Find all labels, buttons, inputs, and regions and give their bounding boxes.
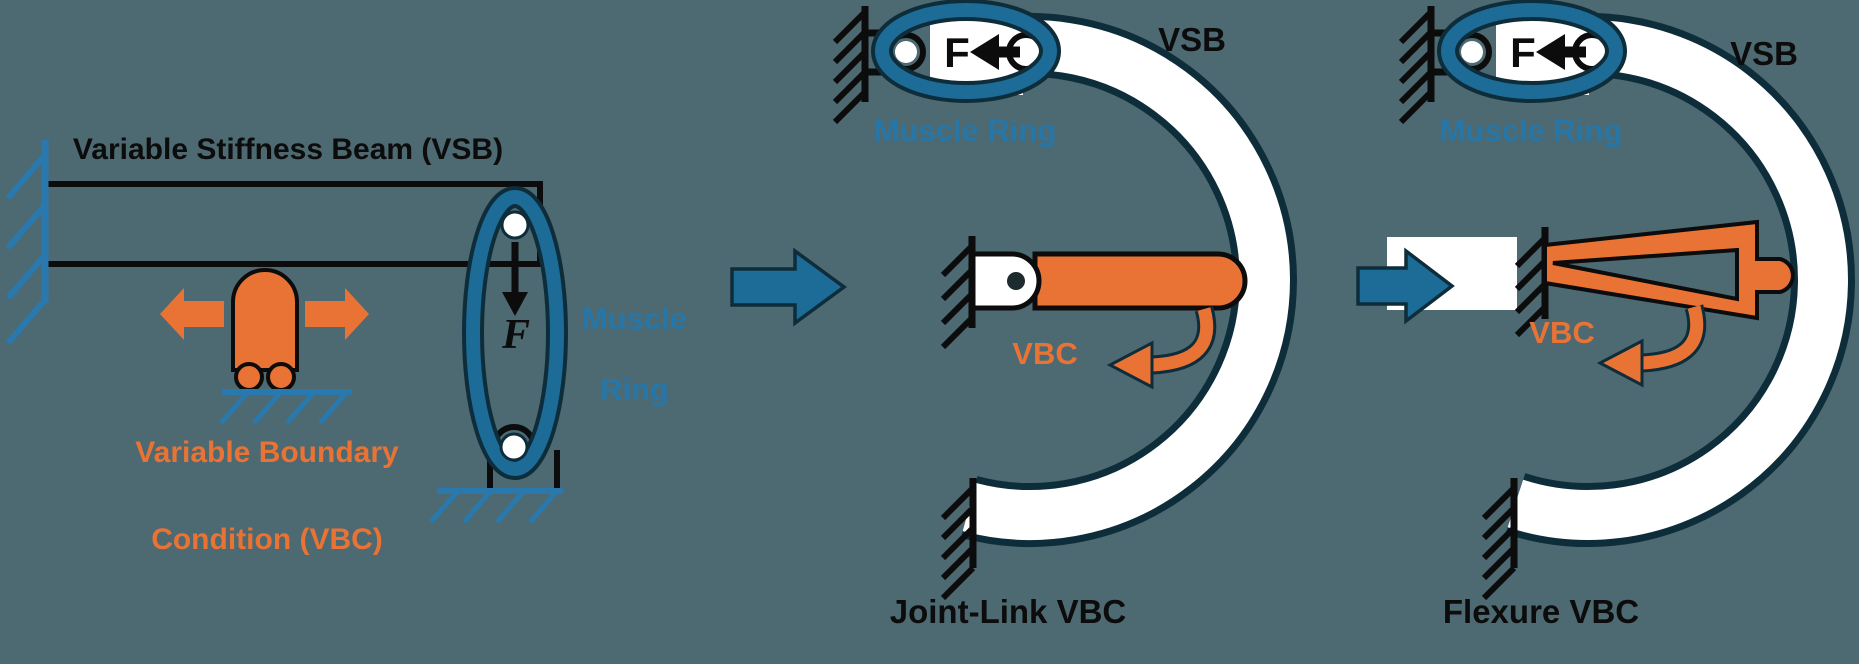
left-panel-title: Variable Stiffness Beam (VSB)	[72, 133, 504, 166]
roller-support-body	[231, 268, 299, 372]
muscle-label-line2: Ring	[600, 372, 669, 408]
muscle-ring-label-left: Muscle Ring	[577, 301, 692, 408]
caption-flexure: Flexure VBC	[1442, 593, 1640, 630]
roller-wheel-right	[266, 362, 296, 392]
muscle-ring-label-middle: Muscle Ring	[873, 113, 1057, 148]
transform-arrow-icon	[1356, 247, 1455, 325]
vsb-band	[1507, 20, 1848, 540]
ring-pin-right	[1581, 41, 1603, 63]
vsb-label-right: VSB	[1730, 35, 1798, 72]
mid-wall-hatching	[1514, 235, 1548, 338]
transform-arrow-icon	[730, 247, 847, 327]
beam-lines	[45, 181, 543, 267]
vbc-label-left: Variable Boundary Condition (VBC)	[107, 431, 427, 562]
ring-pin-left	[895, 41, 917, 63]
bottom-wall-hatching	[940, 485, 976, 601]
mid-wall-hatching	[940, 243, 975, 350]
muscle-ring-icon	[875, 3, 1057, 99]
vbc-label-line2: Condition (VBC)	[151, 523, 383, 556]
muscle-ring-icon	[466, 190, 564, 476]
vbc-link	[1032, 251, 1248, 311]
rotation-arrow-icon	[1151, 307, 1214, 372]
caption-joint-link: Joint-Link VBC	[889, 593, 1127, 630]
joint-pin	[1007, 272, 1025, 290]
bottom-wall-hatching	[1481, 485, 1517, 601]
force-arrow-head	[970, 34, 999, 70]
muscle-ring-label-right: Muscle Ring	[1439, 113, 1623, 148]
vsb-band	[958, 20, 1290, 540]
muscle-label-line1: Muscle	[581, 301, 688, 336]
right-panel-drawing	[1356, 0, 1855, 601]
ring-pin-right	[1015, 41, 1037, 63]
top-wall-hatching	[1398, 9, 1434, 125]
ring-bottom-pin	[499, 432, 529, 462]
slide-arrow-left-icon	[160, 288, 224, 340]
vbc-flexure	[1543, 219, 1795, 321]
rotation-arrow-icon	[1641, 305, 1704, 370]
roller-wheel-left	[234, 362, 264, 392]
middle-panel-drawing	[832, 0, 1297, 601]
force-arrow-head	[502, 292, 528, 316]
slide-arrow-right-icon	[305, 288, 369, 340]
force-label-middle: F	[944, 29, 970, 76]
vbc-clevis	[969, 251, 1042, 311]
rotation-arrow-head	[1596, 338, 1644, 388]
ground-hatching	[219, 390, 559, 524]
force-label-left: F	[501, 312, 530, 358]
top-wall-hatching	[832, 9, 868, 125]
vbc-label-right: VBC	[1529, 315, 1595, 350]
vbc-label-middle: VBC	[1012, 336, 1078, 371]
left-panel-drawing	[5, 140, 568, 524]
ring-top-pin	[500, 210, 530, 240]
vbc-label-line1: Variable Boundary	[135, 436, 399, 469]
ring-pin-left	[1461, 41, 1483, 63]
fixed-wall-hatching	[5, 153, 48, 345]
vsb-label-middle: VSB	[1158, 21, 1226, 58]
rotation-arrow-head	[1106, 340, 1154, 390]
force-label-right: F	[1510, 29, 1536, 76]
force-arrow-head	[1536, 34, 1565, 70]
muscle-ring-icon	[1441, 3, 1623, 99]
